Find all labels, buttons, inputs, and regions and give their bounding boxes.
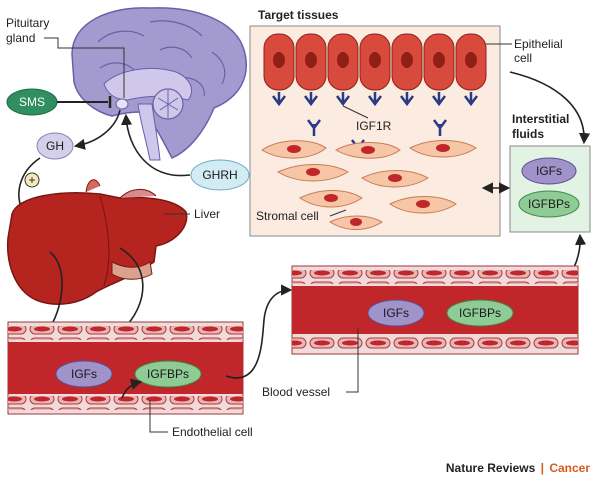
svg-text:GHRH: GHRH: [202, 168, 237, 182]
svg-text:IGFBPs: IGFBPs: [147, 367, 189, 381]
blood-vessel-right: IGFs IGFBPs: [291, 265, 579, 355]
svg-text:gland: gland: [6, 31, 35, 45]
blood-igfbps-pill: IGFBPs: [134, 360, 202, 388]
epithelial-cells: [263, 33, 487, 91]
svg-text:IGFs: IGFs: [71, 367, 97, 381]
credit-separator: |: [540, 461, 544, 475]
plus-badge: +: [24, 172, 40, 188]
ghrh-pill: GHRH: [190, 159, 250, 191]
svg-text:Target tissues: Target tissues: [258, 8, 339, 22]
epithelial-label: Epithelial cell: [486, 37, 563, 65]
brain: [71, 7, 247, 161]
publisher-credit: Nature Reviews | Cancer: [446, 461, 590, 475]
pituitary-label: Pituitary gland: [6, 16, 125, 98]
blood-vessel-left: IGFs IGFBPs: [7, 321, 244, 415]
svg-text:Pituitary: Pituitary: [6, 16, 49, 30]
blood-vessel-label: Blood vessel: [262, 328, 359, 399]
vessel-igfbps-pill: IGFBPs: [446, 299, 514, 327]
publisher-name: Nature Reviews: [445, 461, 536, 475]
journal-name: Cancer: [549, 461, 590, 475]
svg-text:Interstitial: Interstitial: [512, 112, 569, 126]
igf1r-label: IGF1R: [342, 105, 392, 133]
svg-text:IGFs: IGFs: [536, 164, 562, 178]
svg-text:IGF1R: IGF1R: [356, 119, 392, 133]
svg-text:IGFs: IGFs: [383, 306, 409, 320]
sms-pill: SMS: [6, 88, 58, 116]
svg-text:IGFBPs: IGFBPs: [528, 197, 570, 211]
gh-pill: GH: [36, 132, 74, 160]
svg-text:Liver: Liver: [194, 207, 220, 221]
stromal-label: Stromal cell: [256, 209, 347, 223]
svg-text:Endothelial cell: Endothelial cell: [172, 425, 253, 439]
interstitial-igfs-pill: IGFs: [521, 157, 577, 185]
stromal-cells: [261, 140, 477, 230]
target-tissues-box: Target tissues: [249, 8, 563, 237]
svg-text:+: +: [28, 173, 35, 187]
vessel-igfs-pill: IGFs: [367, 299, 425, 327]
svg-text:Epithelial: Epithelial: [514, 37, 563, 51]
svg-text:cell: cell: [514, 51, 532, 65]
pituitary-gland: [115, 98, 129, 110]
svg-text:Blood vessel: Blood vessel: [262, 385, 330, 399]
blood-igfs-pill: IGFs: [55, 360, 113, 388]
svg-text:SMS: SMS: [19, 95, 45, 109]
svg-text:IGFBPs: IGFBPs: [459, 306, 501, 320]
svg-text:GH: GH: [46, 139, 64, 153]
interstitial-fluids: Interstitial fluids IGFs IGFBPs: [509, 112, 591, 233]
liver-label: Liver: [164, 207, 220, 221]
svg-text:fluids: fluids: [512, 127, 544, 141]
endothelial-label: Endothelial cell: [121, 378, 253, 439]
svg-text:Stromal cell: Stromal cell: [256, 209, 319, 223]
liver: [6, 179, 188, 305]
interstitial-igfbps-pill: IGFBPs: [518, 190, 580, 218]
